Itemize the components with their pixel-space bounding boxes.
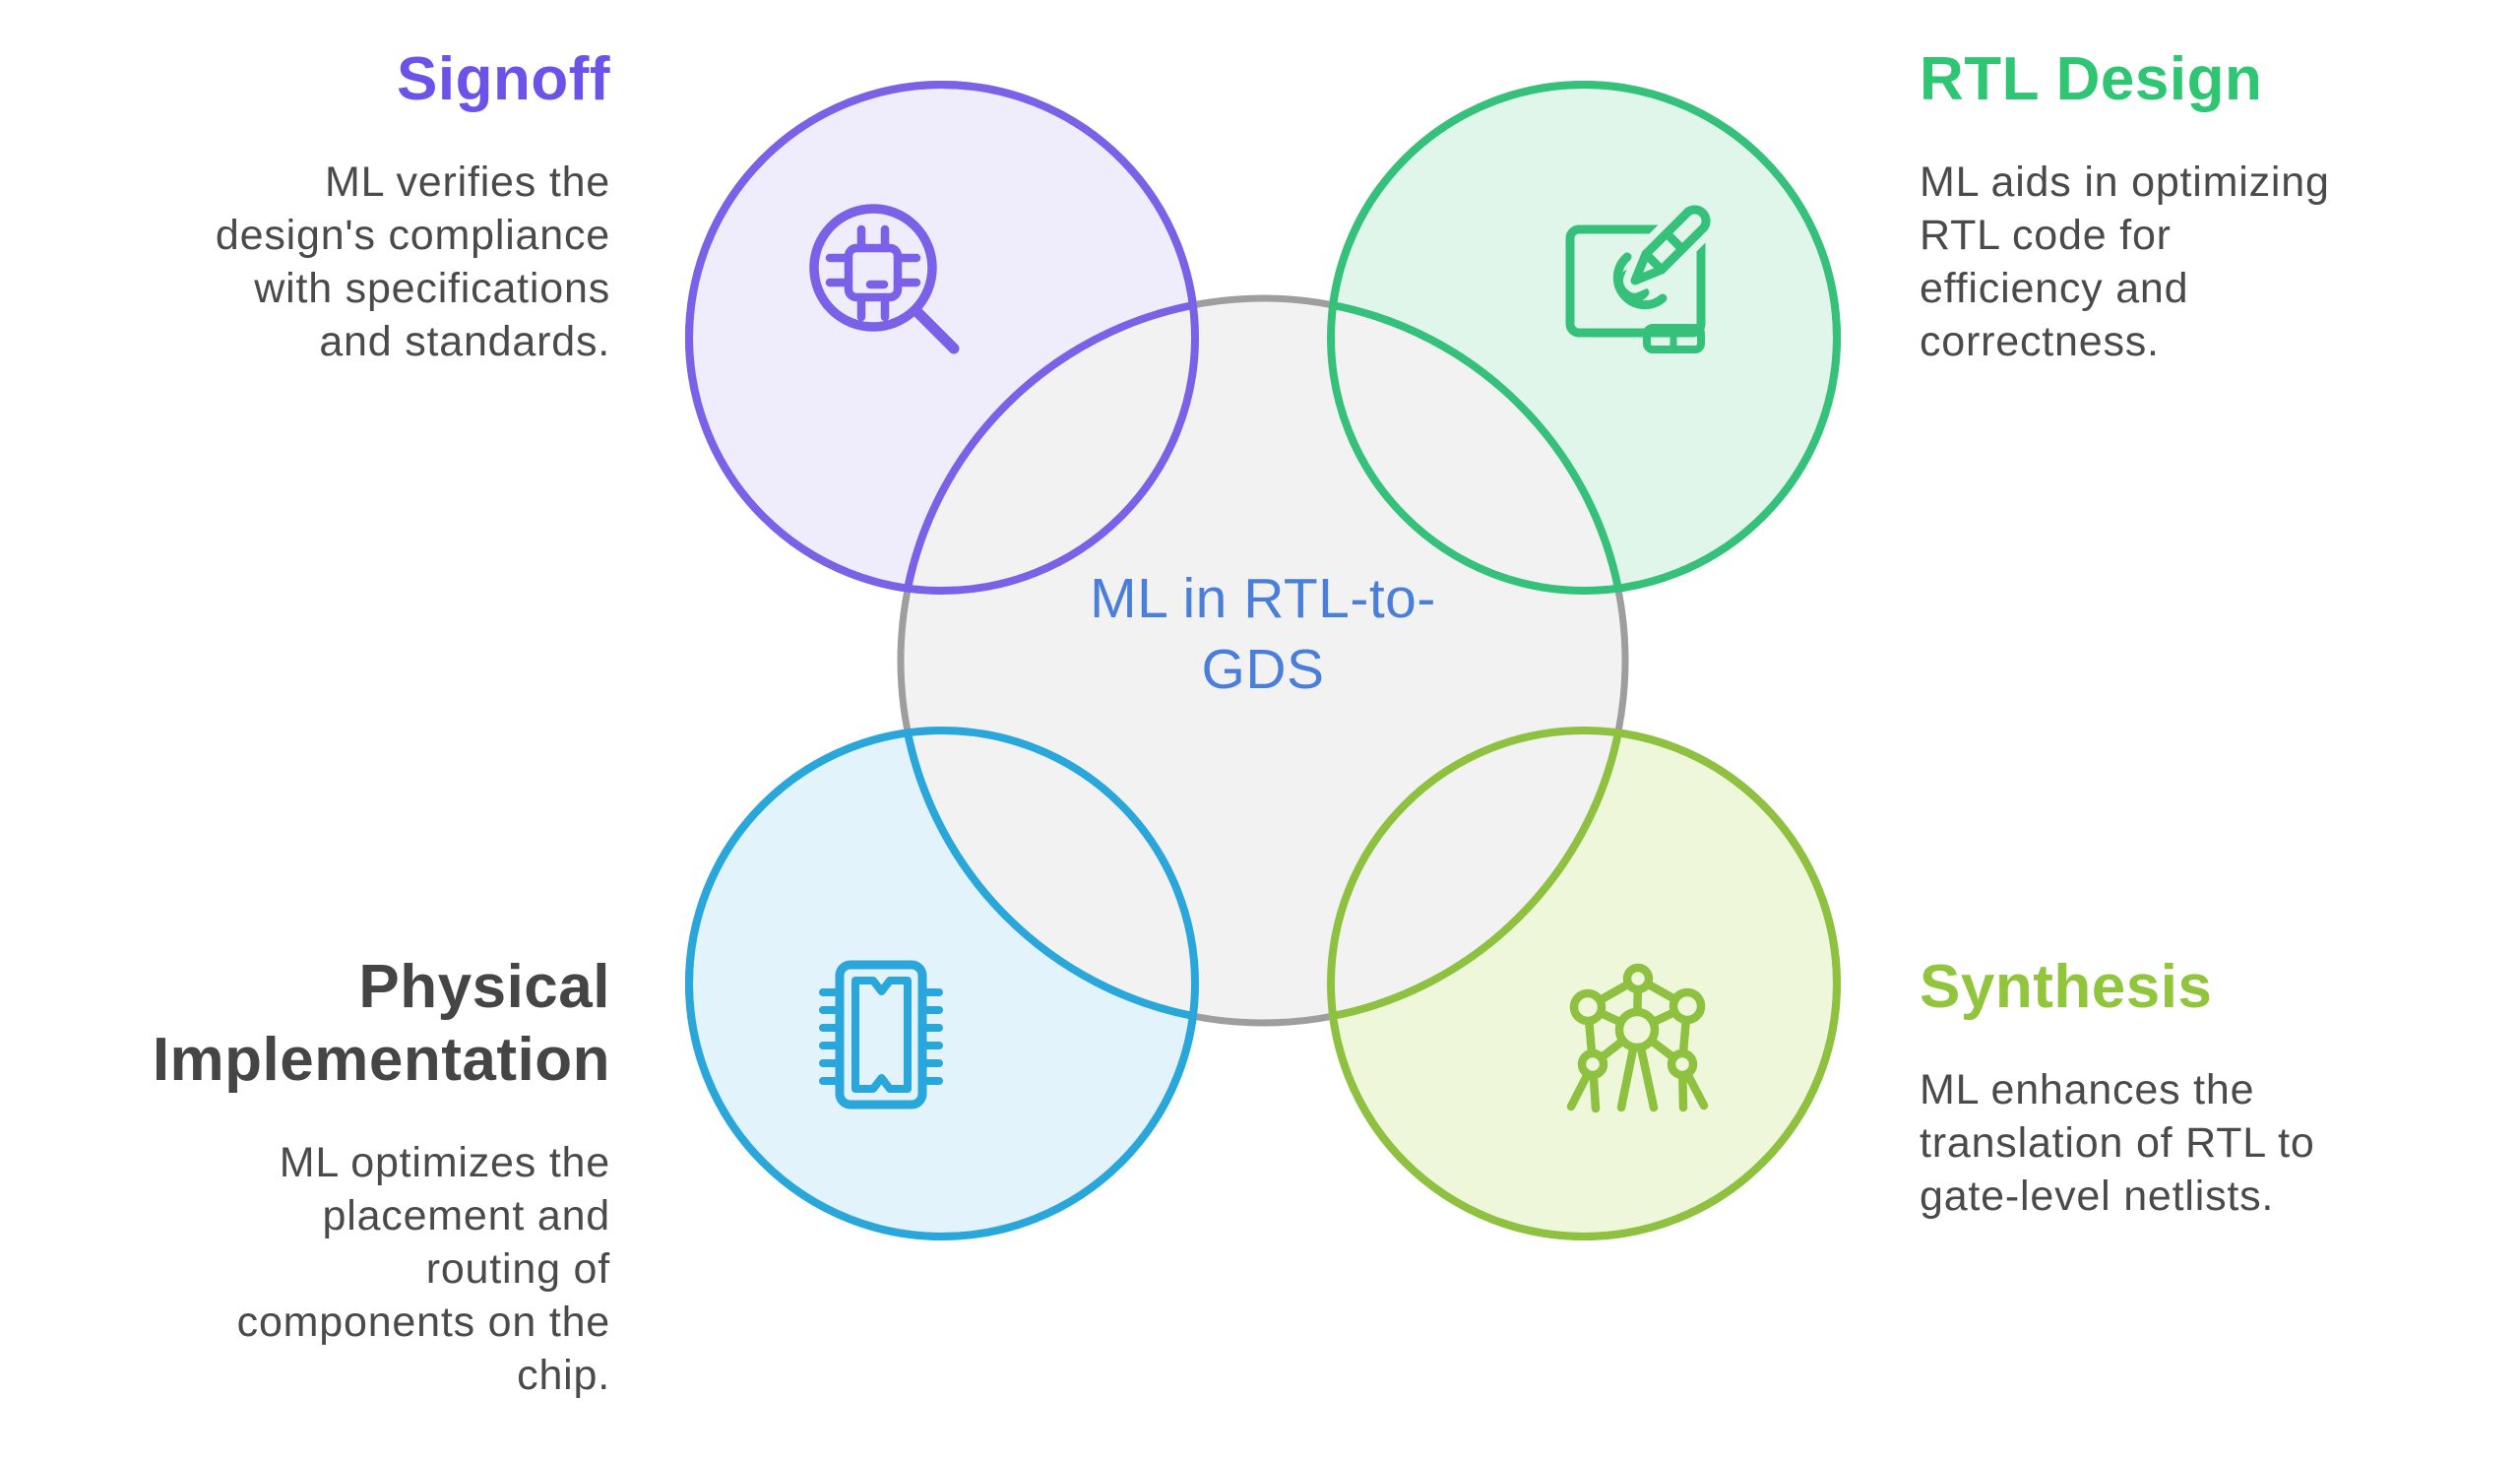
ic-chip-icon xyxy=(819,960,943,1110)
center-arc-in-signoff xyxy=(904,301,1194,590)
signoff-circle-stroke xyxy=(685,81,1199,595)
magnifier-chip-icon xyxy=(809,204,960,354)
signoff-block: Signoff ML verifies the design's complia… xyxy=(0,43,610,368)
pencil-outline xyxy=(1630,205,1711,285)
physical-implementation-title: Physical Implementation xyxy=(152,953,610,1094)
synthesis-block: Synthesis ML enhances the translation of… xyxy=(1920,951,2490,1223)
tablet-pencil-icon xyxy=(1565,198,1718,353)
physical-implementation-block: Physical Implementation ML optimizes the… xyxy=(0,951,610,1402)
physical-implementation-description: ML optimizes the placement and routing o… xyxy=(236,1139,610,1399)
signoff-description: ML verifies the design's compliance with… xyxy=(215,159,610,365)
rtl-design-description: ML aids in optimizing RTL code for effic… xyxy=(1920,159,2330,365)
center-label: ML in RTL-to- GDS xyxy=(1090,567,1436,701)
center-arc-in-rtl-design xyxy=(1332,301,1622,590)
synthesis-title: Synthesis xyxy=(1920,953,2213,1021)
atom-network-icon xyxy=(1566,963,1709,1113)
synthesis-circle-stroke xyxy=(1327,727,1841,1240)
physical-implementation-circle-stroke xyxy=(685,727,1199,1240)
synthesis-description: ML enhances the translation of RTL to ga… xyxy=(1920,1066,2315,1220)
quadrant-circle-strokes xyxy=(685,81,1841,1240)
rtl-design-circle-stroke xyxy=(1327,81,1841,595)
center-arc-in-physical xyxy=(904,731,1194,1020)
center-circle xyxy=(897,294,1629,1027)
signoff-title: Signoff xyxy=(397,45,610,113)
rtl-design-block: RTL Design ML aids in optimizing RTL cod… xyxy=(1920,43,2490,368)
center-arc-in-synthesis xyxy=(1332,731,1622,1020)
rtl-design-title: RTL Design xyxy=(1920,45,2263,113)
